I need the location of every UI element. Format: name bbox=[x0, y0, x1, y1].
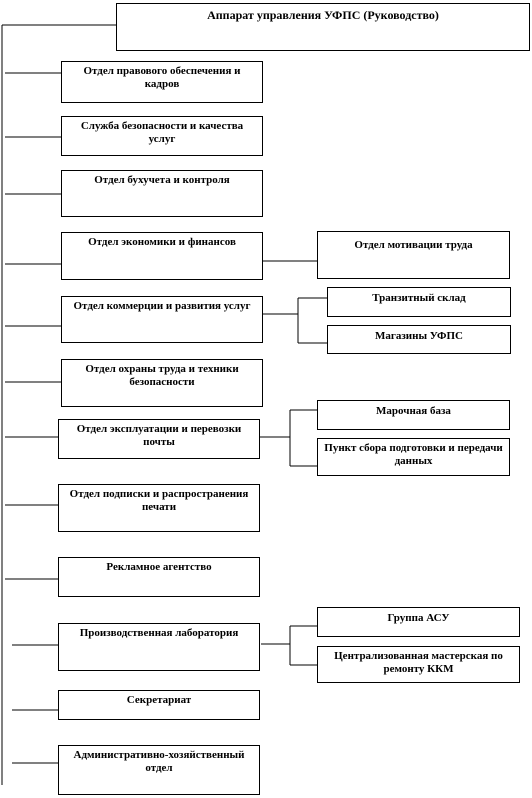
department-box-security-quality: Служба безопасности и качества услуг bbox=[61, 116, 263, 156]
department-box-subscription: Отдел подписки и распространения печати bbox=[58, 484, 260, 532]
department-box-legal-hr: Отдел правового обеспечения и кадров bbox=[61, 61, 263, 103]
department-box-accounting: Отдел бухучета и контроля bbox=[61, 170, 263, 217]
department-box-administrative: Административно-хозяйственный отдел bbox=[58, 745, 260, 795]
department-box-labor-safety: Отдел охраны труда и техники безопасност… bbox=[61, 359, 263, 407]
sub-box-ufps-stores: Магазины УФПС bbox=[327, 325, 511, 354]
sub-box-asu-group: Группа АСУ bbox=[317, 607, 520, 637]
department-box-mail-operations: Отдел эксплуатации и перевозки почты bbox=[58, 419, 260, 459]
root-box: Аппарат управления УФПС (Руководство) bbox=[116, 3, 530, 51]
sub-box-data-collection-point: Пункт сбора подготовки и передачи данных bbox=[317, 438, 510, 476]
sub-box-labor-motivation: Отдел мотивации труда bbox=[317, 231, 510, 279]
department-box-secretariat: Секретариат bbox=[58, 690, 260, 720]
department-box-production-lab: Производственная лаборатория bbox=[58, 623, 260, 671]
sub-box-kkm-repair-workshop: Централизованная мастерская по ремонту К… bbox=[317, 646, 520, 683]
department-box-advertising: Рекламное агентство bbox=[58, 557, 260, 597]
sub-box-transit-warehouse: Транзитный склад bbox=[327, 287, 511, 317]
department-box-economics-finance: Отдел экономики и финансов bbox=[61, 232, 263, 280]
sub-box-stamp-base: Марочная база bbox=[317, 400, 510, 430]
department-box-commerce: Отдел коммерции и развития услуг bbox=[61, 296, 263, 343]
